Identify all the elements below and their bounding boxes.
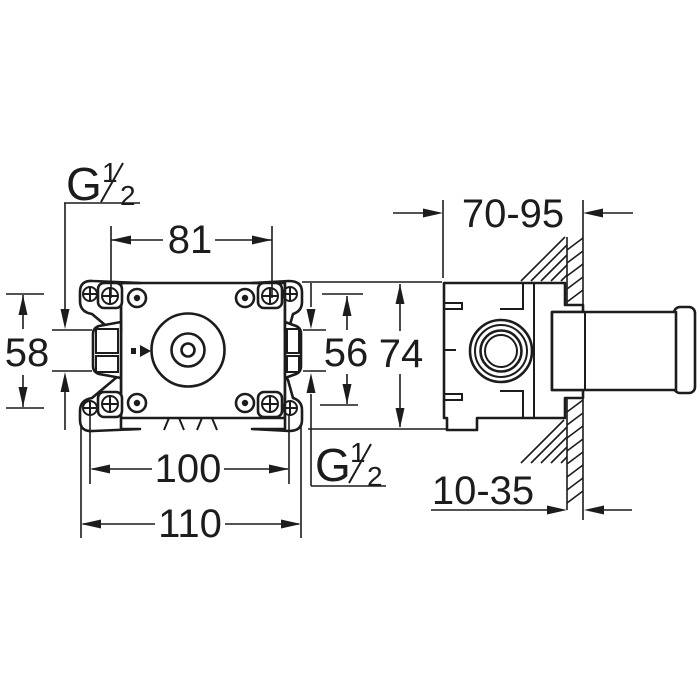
arrow-up-icon: [395, 284, 405, 304]
union-nut-right-facet: [286, 355, 300, 373]
arrow-up-icon: [60, 372, 70, 392]
dim-110: 110: [80, 424, 302, 546]
arrow-down-icon: [306, 309, 316, 329]
valve-body-side: [442, 281, 585, 432]
dim-110-label: 110: [158, 502, 222, 546]
arrow-right-icon: [281, 519, 301, 529]
dim-56: 56: [320, 293, 369, 406]
flow-direction-icon: [131, 345, 151, 357]
arrow-down-icon: [60, 309, 70, 329]
front-view: [78, 279, 304, 433]
dim-58: 58: [5, 293, 50, 409]
thread-denominator: 2: [120, 180, 136, 211]
arrow-left-icon: [111, 235, 131, 245]
arrow-right-icon: [252, 235, 272, 245]
union-nut-left-facet: [95, 355, 119, 373]
arrow-down-icon: [395, 408, 405, 428]
dim-56-label: 56: [324, 331, 369, 375]
cartridge-circle: [150, 312, 226, 388]
side-view: [442, 200, 697, 520]
arrow-left-icon: [81, 519, 101, 529]
alignment-foot: [163, 417, 185, 431]
alignment-foot: [196, 417, 218, 431]
arrow-left-icon: [90, 464, 110, 474]
dim-100: 100: [89, 414, 290, 491]
arrow-right-icon: [269, 464, 289, 474]
dim-70-95: 70-95: [393, 192, 633, 278]
union-nut-right-facet: [286, 328, 300, 354]
thread-letter: G: [66, 158, 102, 210]
port-circles: [468, 318, 534, 384]
arrow-down-icon: [18, 387, 28, 407]
union-nut-right: [283, 320, 303, 380]
dim-74: 74: [302, 281, 446, 430]
lug-hole-icon: [82, 286, 298, 416]
arrow-right-icon: [423, 208, 443, 218]
thread-numerator: 1: [102, 157, 118, 188]
wall-hatching: [520, 236, 584, 504]
screw-icon: [101, 287, 279, 413]
arrow-right-icon: [547, 505, 567, 515]
dim-74-label: 74: [379, 332, 424, 376]
thread-label-bottom: G 1 2: [303, 283, 386, 492]
union-nut-left-facet: [95, 328, 119, 354]
fraction-slash: [348, 443, 372, 484]
arrow-down-icon: [342, 384, 352, 404]
dim-81-label: 81: [168, 218, 213, 262]
dim-70-95-label: 70-95: [462, 192, 564, 236]
arrow-left-icon: [584, 505, 604, 515]
thread-denominator: 2: [367, 461, 383, 492]
arrow-left-icon: [583, 208, 603, 218]
dim-10-35-label: 10-35: [432, 469, 534, 513]
arrow-up-icon: [342, 296, 352, 316]
dim-10-35: 10-35: [431, 469, 632, 515]
union-nut-left: [91, 320, 123, 380]
fraction-slash: [100, 162, 124, 203]
dim-81: 81: [110, 218, 273, 298]
fixing-hole-icon: [126, 287, 256, 414]
thread-label-top: G 1 2: [52, 157, 140, 430]
thread-numerator: 1: [350, 437, 366, 468]
side-body-details: [444, 283, 535, 418]
thread-letter: G: [315, 439, 351, 491]
wall-lines: [566, 200, 584, 520]
dim-100-label: 100: [155, 447, 222, 491]
dim-58-label: 58: [5, 331, 50, 375]
arrow-up-icon: [306, 373, 316, 393]
arrow-up-icon: [18, 295, 28, 315]
protection-sleeve: [550, 310, 678, 392]
